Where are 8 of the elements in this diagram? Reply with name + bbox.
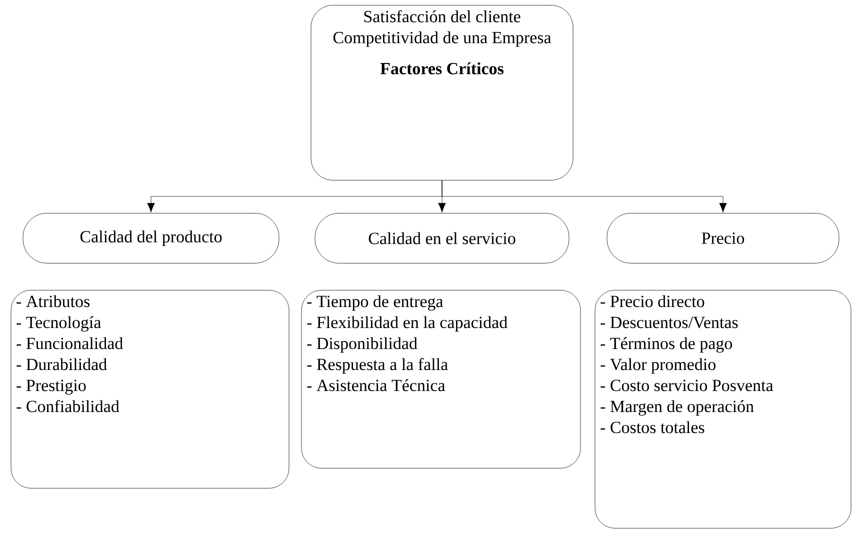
- list-box: - Atributos - Tecnología - Funcionalidad - Durabilidad - Prestigio - Confiabilidad: [10, 290, 290, 488]
- list-box: - Tiempo de entrega - Flexibilidad en la capacidad - Disponibilidad - Respuesta a la falla - Asistencia Técnica: [301, 290, 581, 468]
- heading-box: Satisfacción del cliente Competitividad de una Empresa Factores Críticos: [310, 5, 574, 180]
- category-box: Calidad del producto: [22, 213, 280, 264]
- list-box: - Precio directo - Descuentos/Ventas - Términos de pago - Valor promedio - Costo servicio Posventa - Margen de operación - Costos totales: [594, 290, 852, 528]
- category-box: Calidad en el servicio: [314, 213, 570, 264]
- category-box: Precio: [606, 213, 840, 264]
- arrow: [442, 180, 727, 212]
